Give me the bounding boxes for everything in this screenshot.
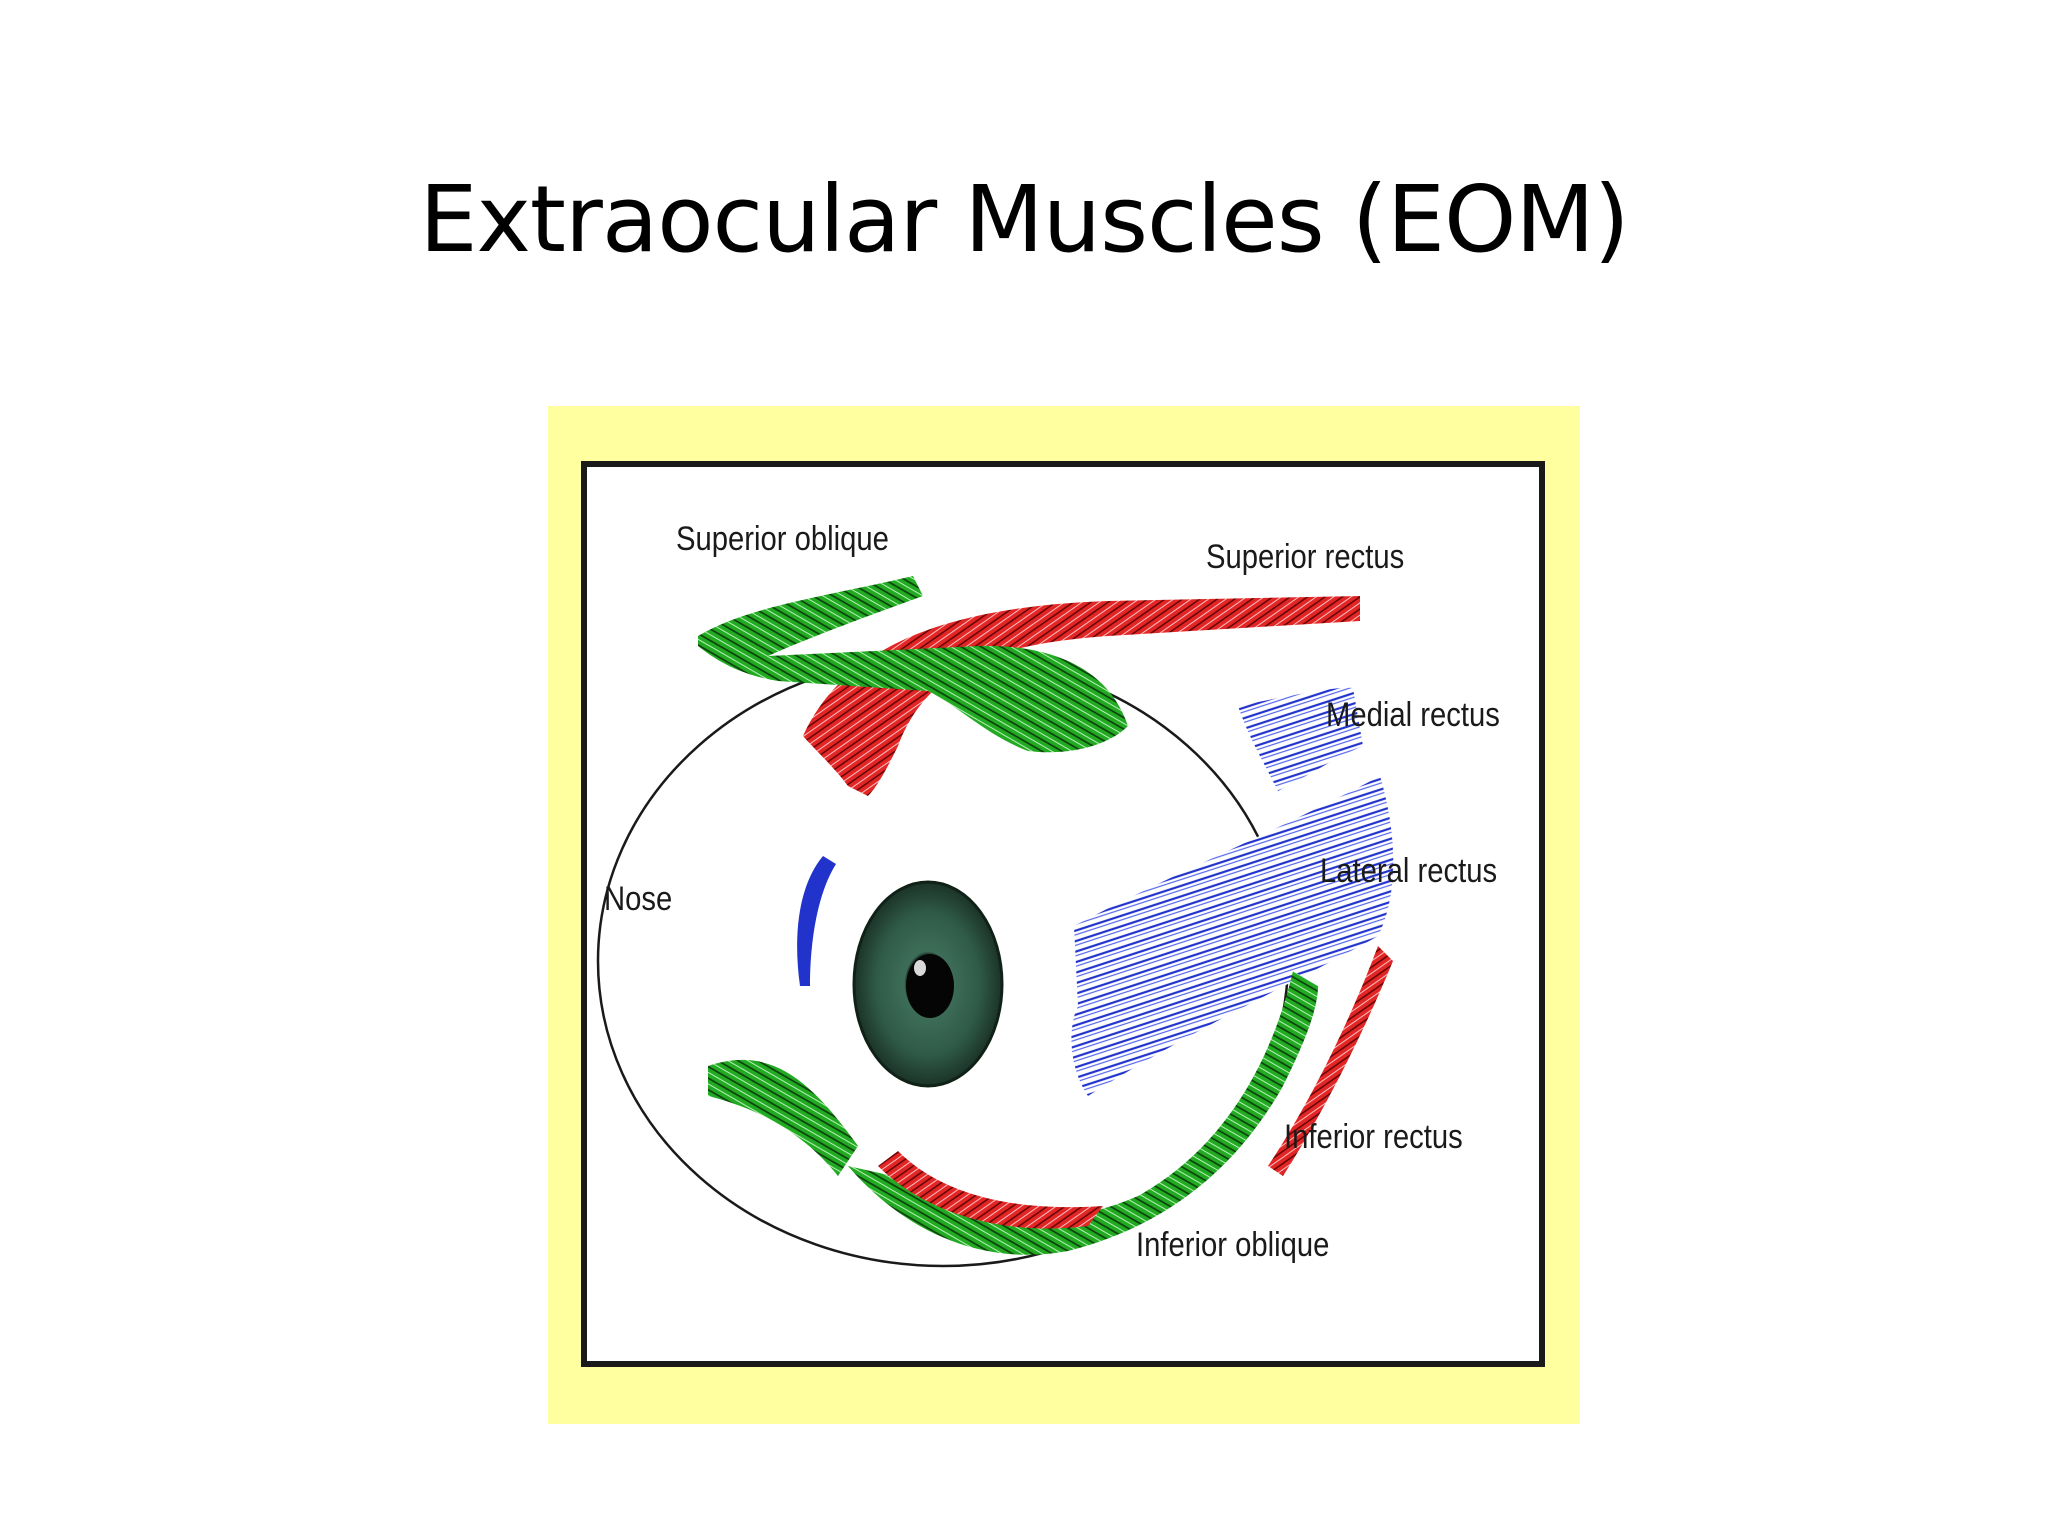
medial-edge-blue xyxy=(797,856,836,986)
label-nose: Nose xyxy=(604,880,673,918)
label-inferior-rectus: Inferior rectus xyxy=(1284,1118,1463,1156)
slide-title: Extraocular Muscles (EOM) xyxy=(419,166,1629,273)
label-superior-rectus: Superior rectus xyxy=(1206,538,1405,576)
inferior-rectus-muscle xyxy=(1268,946,1393,1176)
superior-rectus-muscle xyxy=(803,596,1360,796)
lateral-rectus-muscle xyxy=(1071,776,1394,1096)
medial-rectus-muscle xyxy=(1238,687,1363,791)
label-inferior-oblique: Inferior oblique xyxy=(1136,1226,1330,1264)
inferior-rectus-underside xyxy=(878,1151,1103,1229)
superior-oblique-muscle xyxy=(698,576,1128,753)
inferior-oblique-muscle xyxy=(848,971,1318,1255)
label-superior-oblique: Superior oblique xyxy=(676,520,889,558)
label-medial-rectus: Medial rectus xyxy=(1326,696,1500,734)
pupil-highlight xyxy=(914,960,926,976)
eom-figure: Superior oblique Superior rectus Medial … xyxy=(548,406,1580,1424)
inferior-oblique-nasal-part xyxy=(708,1059,858,1176)
eye-muscle-illustration xyxy=(548,406,1580,1424)
label-lateral-rectus: Lateral rectus xyxy=(1320,852,1498,890)
pupil xyxy=(906,954,954,1018)
